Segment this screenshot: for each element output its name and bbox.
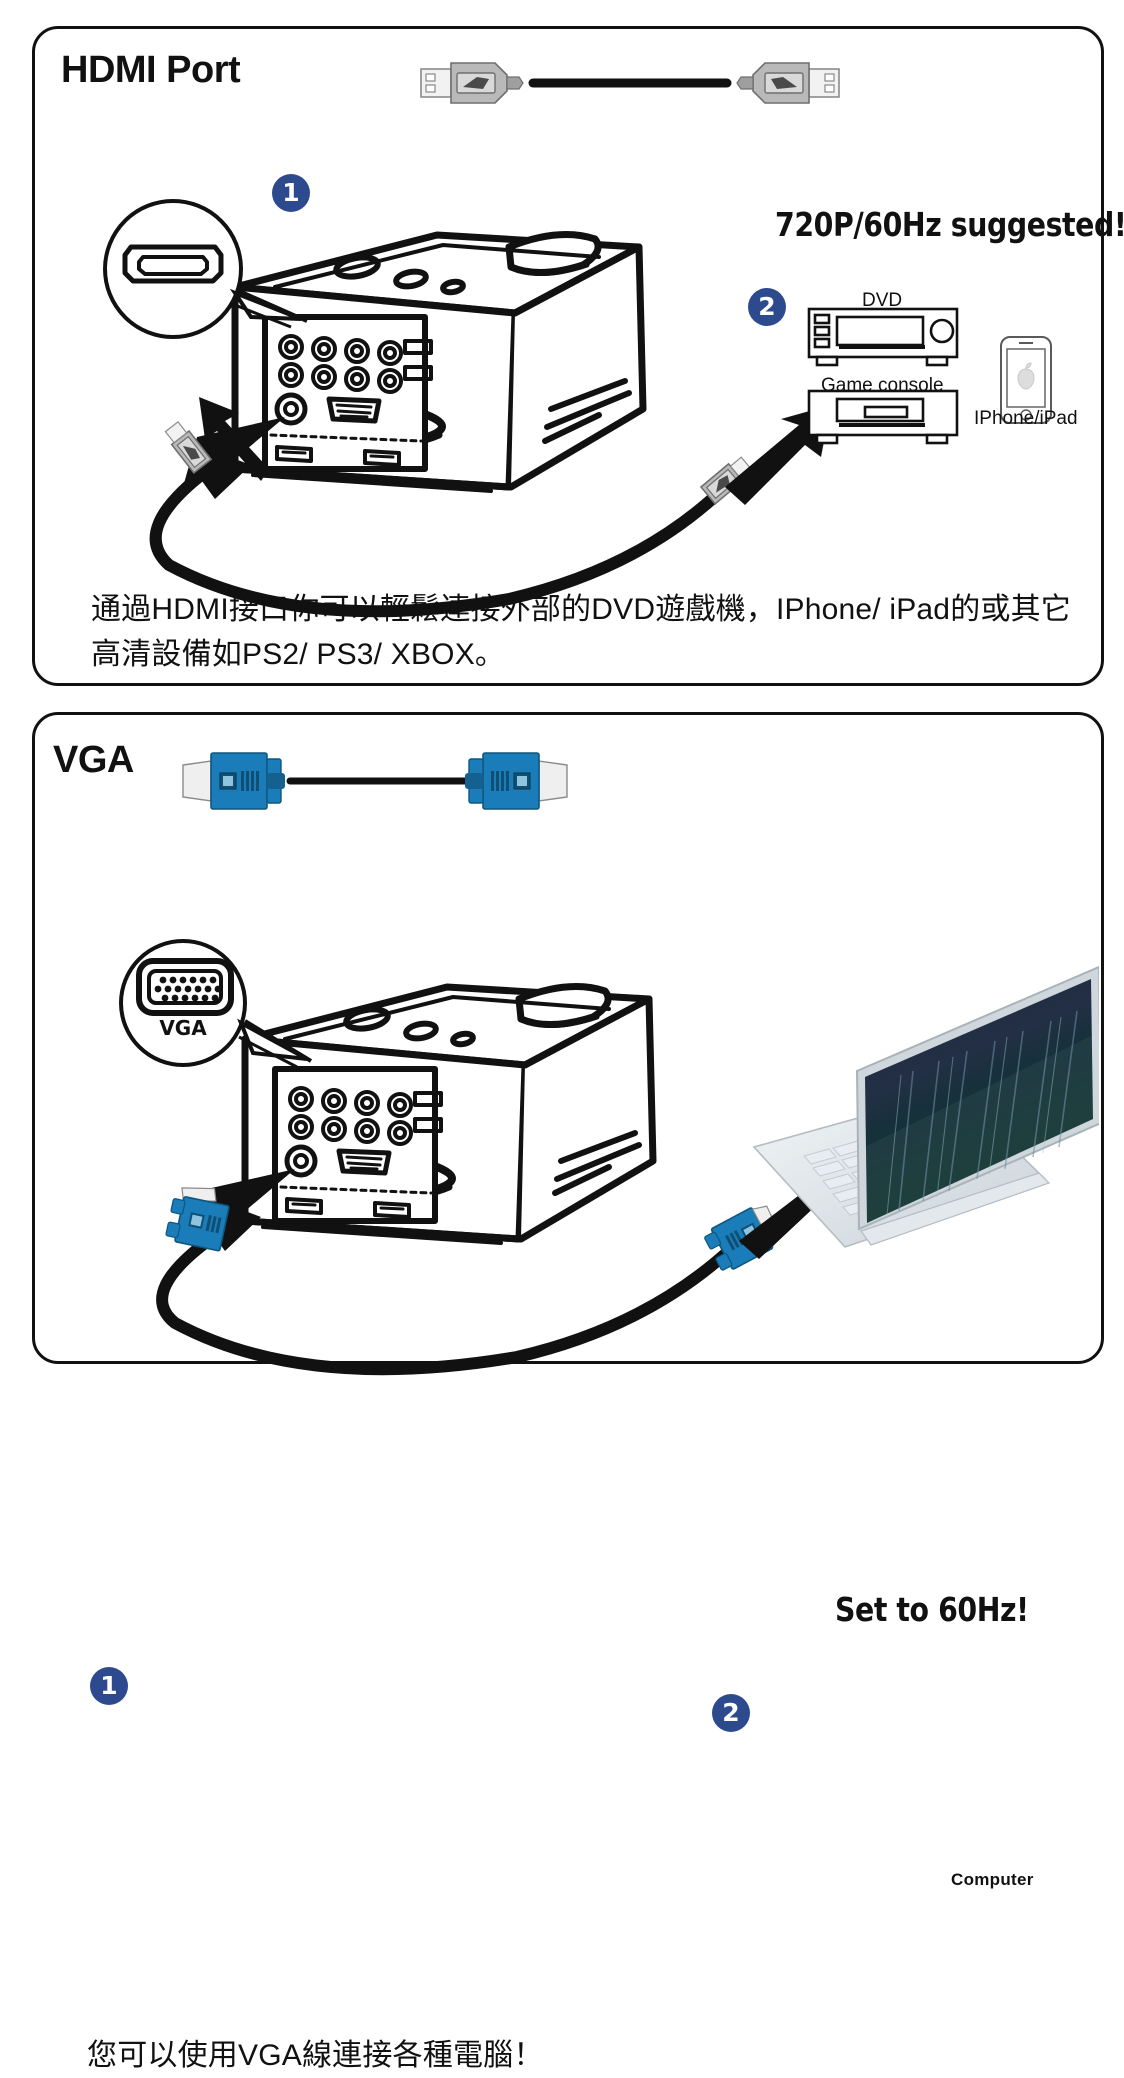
projector-illustration — [231, 231, 647, 493]
vga-refresh-rate-note: Set to 60Hz! — [835, 1590, 1029, 1629]
projector-illustration-vga — [241, 983, 657, 1245]
hdmi-arrow-to-devices — [725, 405, 831, 505]
laptop-icon — [752, 965, 1099, 1248]
hdmi-cable-curve — [149, 463, 729, 618]
hdmi-diagram-artwork — [103, 199, 1052, 618]
vga-port-callout: VGA — [119, 939, 313, 1069]
vga-step-2-badge: 2 — [712, 1694, 750, 1732]
hdmi-description-text: 通過HDMI接口你可以輕鬆連接外部的DVD遊戲機，IPhone/ iPad的或其… — [91, 593, 1071, 671]
hdmi-section-panel: HDMI Port — [32, 26, 1124, 686]
hdmi-section-title: HDMI Port — [61, 49, 241, 91]
instruction-sheet: HDMI Port — [32, 26, 1124, 2072]
vga-section-title: VGA — [53, 739, 134, 781]
hdmi-connector-left — [420, 62, 524, 104]
vga-callout-label: VGA — [159, 1016, 207, 1040]
computer-label: Computer — [951, 1870, 1034, 1889]
game-console-label: Game console — [821, 375, 944, 396]
dvd-label: DVD — [862, 290, 903, 311]
vga-cable-illustration — [182, 752, 568, 810]
vga-cable-curve — [156, 1227, 739, 1376]
vga-description-text: 您可以使用VGA線連接各種電腦！ — [87, 2039, 544, 2072]
vga-section-panel: VGA — [32, 712, 1104, 2072]
projector-vga-port-target — [336, 1148, 392, 1176]
vga-step-1-badge: 1 — [90, 1667, 128, 1705]
projector-vga-port — [326, 396, 382, 424]
dvd-player-icon — [807, 307, 959, 367]
hdmi-step-2-badge: 2 — [748, 288, 786, 326]
vga-port-icon — [136, 958, 234, 1016]
vga-connector-right — [465, 752, 568, 810]
projector-hdmi-port-right — [363, 449, 401, 467]
iphone-icon — [1000, 336, 1052, 424]
hdmi-step-1-badge: 1 — [272, 174, 310, 212]
hdmi-port-callout — [103, 199, 308, 339]
game-console-icon — [807, 389, 959, 445]
hdmi-connector-right — [736, 62, 840, 104]
vga-cable-plug-left — [165, 1187, 230, 1252]
projector-hdmi-port-left — [275, 445, 313, 463]
iphone-ipad-label: IPhone/iPad — [974, 408, 1078, 429]
vga-connector-left — [182, 752, 285, 810]
vga-diagram-artwork: VGA — [119, 939, 1099, 1376]
hdmi-cable-illustration — [420, 62, 840, 104]
hdmi-port-icon — [122, 244, 224, 284]
vga-pins — [154, 976, 222, 1002]
hdmi-cable-plug-left — [164, 420, 213, 475]
hdmi-arrow-body — [183, 417, 285, 499]
hdmi-resolution-note: 720P/60Hz suggested! — [775, 205, 1124, 244]
